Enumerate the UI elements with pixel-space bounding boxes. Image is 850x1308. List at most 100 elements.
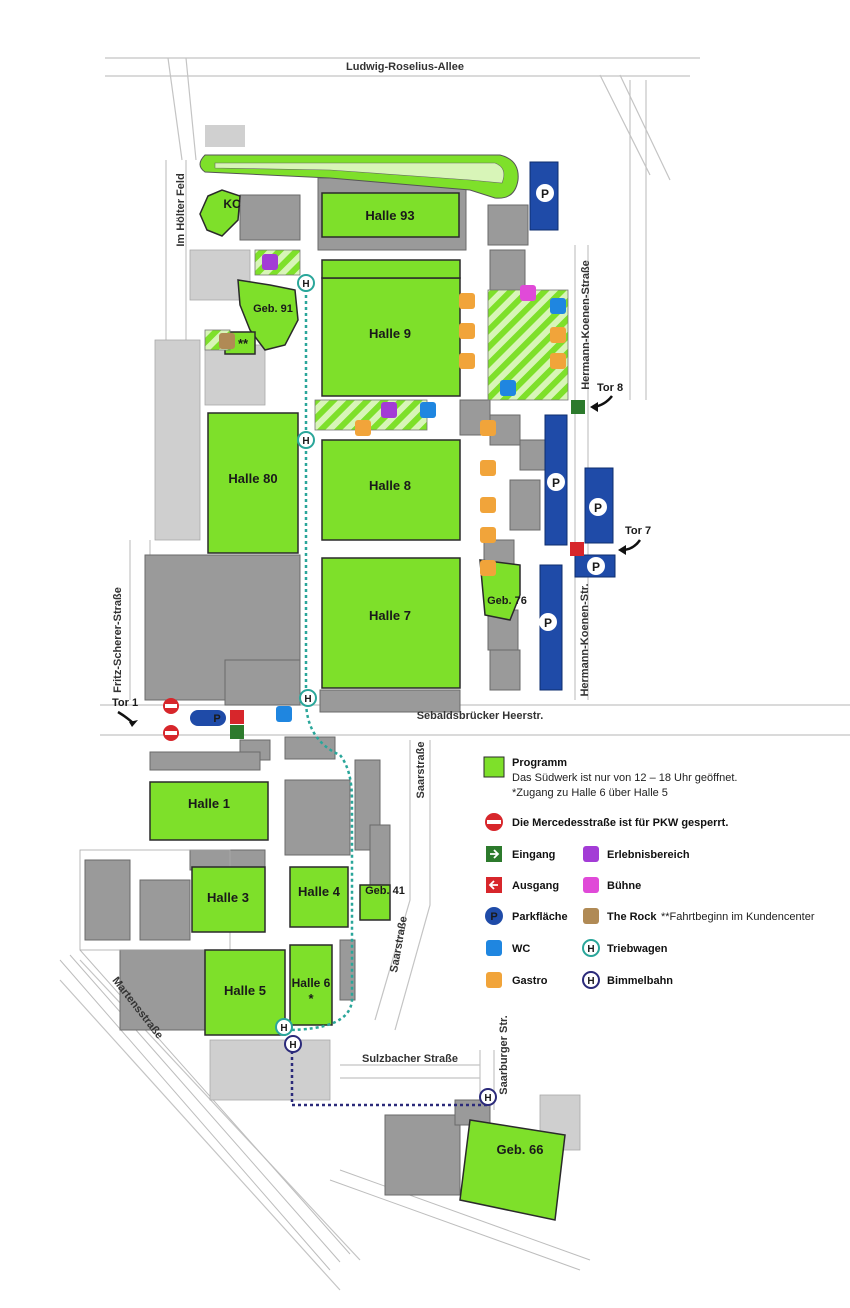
svg-text:P: P	[541, 187, 549, 201]
wc-icon	[276, 706, 292, 722]
halle-6-shape	[289, 944, 333, 1026]
svg-text:H: H	[304, 694, 311, 705]
halle-7-shape	[321, 557, 461, 689]
legend-ausgang-text: Ausgang	[512, 880, 559, 892]
halle-80-label: Halle 80	[228, 471, 277, 486]
halle-3-label: Halle 3	[207, 890, 249, 905]
tor-8-label: Tor 8	[597, 382, 623, 394]
legend-triebwagen-text: Triebwagen	[607, 943, 668, 955]
svg-text:P: P	[552, 476, 560, 490]
street-sulzbacher: Sulzbacher Straße	[362, 1053, 458, 1065]
road-im-holter-north	[167, 57, 197, 161]
legend-erlebnis-icon	[583, 846, 599, 862]
geb-41-label: Geb. 41	[365, 885, 405, 897]
halle-8-shape	[321, 439, 461, 541]
legend-closed-text: Die Mercedesstraße ist für PKW gesperrt.	[512, 817, 728, 829]
svg-text:P: P	[213, 713, 220, 725]
parking-icon: P	[539, 613, 557, 631]
legend-parkflaeche-text: Parkfläche	[512, 911, 568, 923]
wc-icon	[550, 298, 566, 314]
gates: Tor 1 Tor 8 Tor 7	[112, 382, 651, 727]
legend-eingang-text: Eingang	[512, 849, 555, 861]
bike-parking-icon	[190, 710, 226, 726]
halle-5-label: Halle 5	[224, 983, 266, 998]
legend-parking-icon	[485, 907, 503, 925]
parking-icon: P	[547, 473, 565, 491]
svg-text:H: H	[302, 436, 309, 447]
legend-erlebnis-text: Erlebnisbereich	[607, 849, 690, 861]
legend-buehne-text: Bühne	[607, 880, 641, 892]
road-ne	[599, 74, 671, 181]
street-ludwig: Ludwig-Roselius-Allee	[346, 61, 464, 73]
svg-text:H: H	[280, 1023, 287, 1034]
legend-programm-swatch	[483, 756, 505, 778]
svg-text:H: H	[289, 1040, 296, 1051]
street-im-holter: Im Hölter Feld	[175, 173, 187, 246]
halle-6-label: Halle 6	[292, 976, 331, 990]
kc-shape	[199, 189, 241, 237]
tor-7-label: Tor 7	[625, 525, 651, 537]
geb-41-shape	[359, 884, 391, 921]
gastro-icon	[355, 420, 371, 436]
halle-7-label: Halle 7	[369, 608, 411, 623]
geb-91-label: Geb. 91	[253, 303, 293, 315]
light-areas	[79, 249, 581, 1151]
legend-bimmelbahn-text: Bimmelbahn	[607, 975, 673, 987]
halle-5-shape	[204, 949, 286, 1036]
triebwagen-stops: H H H H	[275, 274, 317, 1036]
gastro-icon	[480, 420, 496, 436]
wc-icons	[276, 298, 566, 722]
gastro-icon	[550, 327, 566, 343]
gastro-icon	[550, 353, 566, 369]
bimmelbahn-stops: H H	[284, 1035, 497, 1106]
entrance-icon	[571, 400, 585, 414]
exit-icon	[570, 542, 584, 556]
street-fritz: Fritz-Scherer-Straße	[112, 587, 124, 693]
svg-text:H: H	[587, 976, 594, 987]
triebwagen-stop-icon: H	[297, 431, 315, 449]
triebwagen-stop-icon: H	[275, 1018, 293, 1036]
erlebnis-icons	[262, 254, 397, 418]
halle-6-star: *	[308, 991, 314, 1006]
legend-gastro-icon	[486, 972, 502, 988]
street-saarstrasse-2: Saarstraße	[388, 915, 410, 973]
svg-text:P: P	[594, 501, 602, 515]
legend-buehne-icon	[583, 877, 599, 893]
erlebnis-icon	[381, 402, 397, 418]
svg-text:H: H	[302, 279, 309, 290]
gastro-icon	[480, 460, 496, 476]
legend-programm-title: Programm	[512, 757, 567, 769]
legend-triebwagen-icon	[582, 939, 600, 957]
legend-the-rock-icon	[583, 908, 599, 924]
wc-icon	[500, 380, 516, 396]
geb-66-shape	[459, 1119, 566, 1221]
halle-4-shape	[289, 866, 349, 928]
street-hermann-1: Hermann-Koenen-Straße	[580, 260, 592, 390]
halle-4-label: Halle 4	[298, 884, 341, 899]
road-saarstrasse	[374, 740, 431, 1031]
street-saarburger: Saarburger Str.	[498, 1015, 510, 1094]
halle-1-label: Halle 1	[188, 796, 230, 811]
building-labels: Halle 93 Halle 9 Halle 80 Halle 8 Halle …	[188, 197, 543, 1157]
gastro-icon	[459, 293, 475, 309]
parking-icon: P	[587, 557, 605, 575]
tor-1-label: Tor 1	[112, 697, 138, 709]
halle-9-shape	[321, 277, 461, 397]
gastro-icons	[355, 293, 566, 576]
triebwagen-stop-icon: H	[297, 274, 315, 292]
program-buildings	[149, 189, 566, 1221]
gastro-icon	[480, 560, 496, 576]
exit-icon	[230, 710, 244, 724]
svg-text:P: P	[592, 560, 600, 574]
legend: Programm Das Südwerk ist nur von 12 – 18…	[483, 756, 815, 989]
the-rock-marker: **	[238, 336, 249, 351]
gastro-icon	[459, 323, 475, 339]
gastro-icon	[480, 497, 496, 513]
svg-text:P: P	[544, 616, 552, 630]
triebwagen-route	[284, 283, 354, 1032]
svg-text:H: H	[484, 1093, 491, 1104]
bimmelbahn-stop-icon: H	[479, 1088, 497, 1106]
legend-the-rock-note: **Fahrtbeginn im Kundencenter	[661, 911, 815, 923]
legend-the-rock-text: The Rock	[607, 911, 657, 923]
